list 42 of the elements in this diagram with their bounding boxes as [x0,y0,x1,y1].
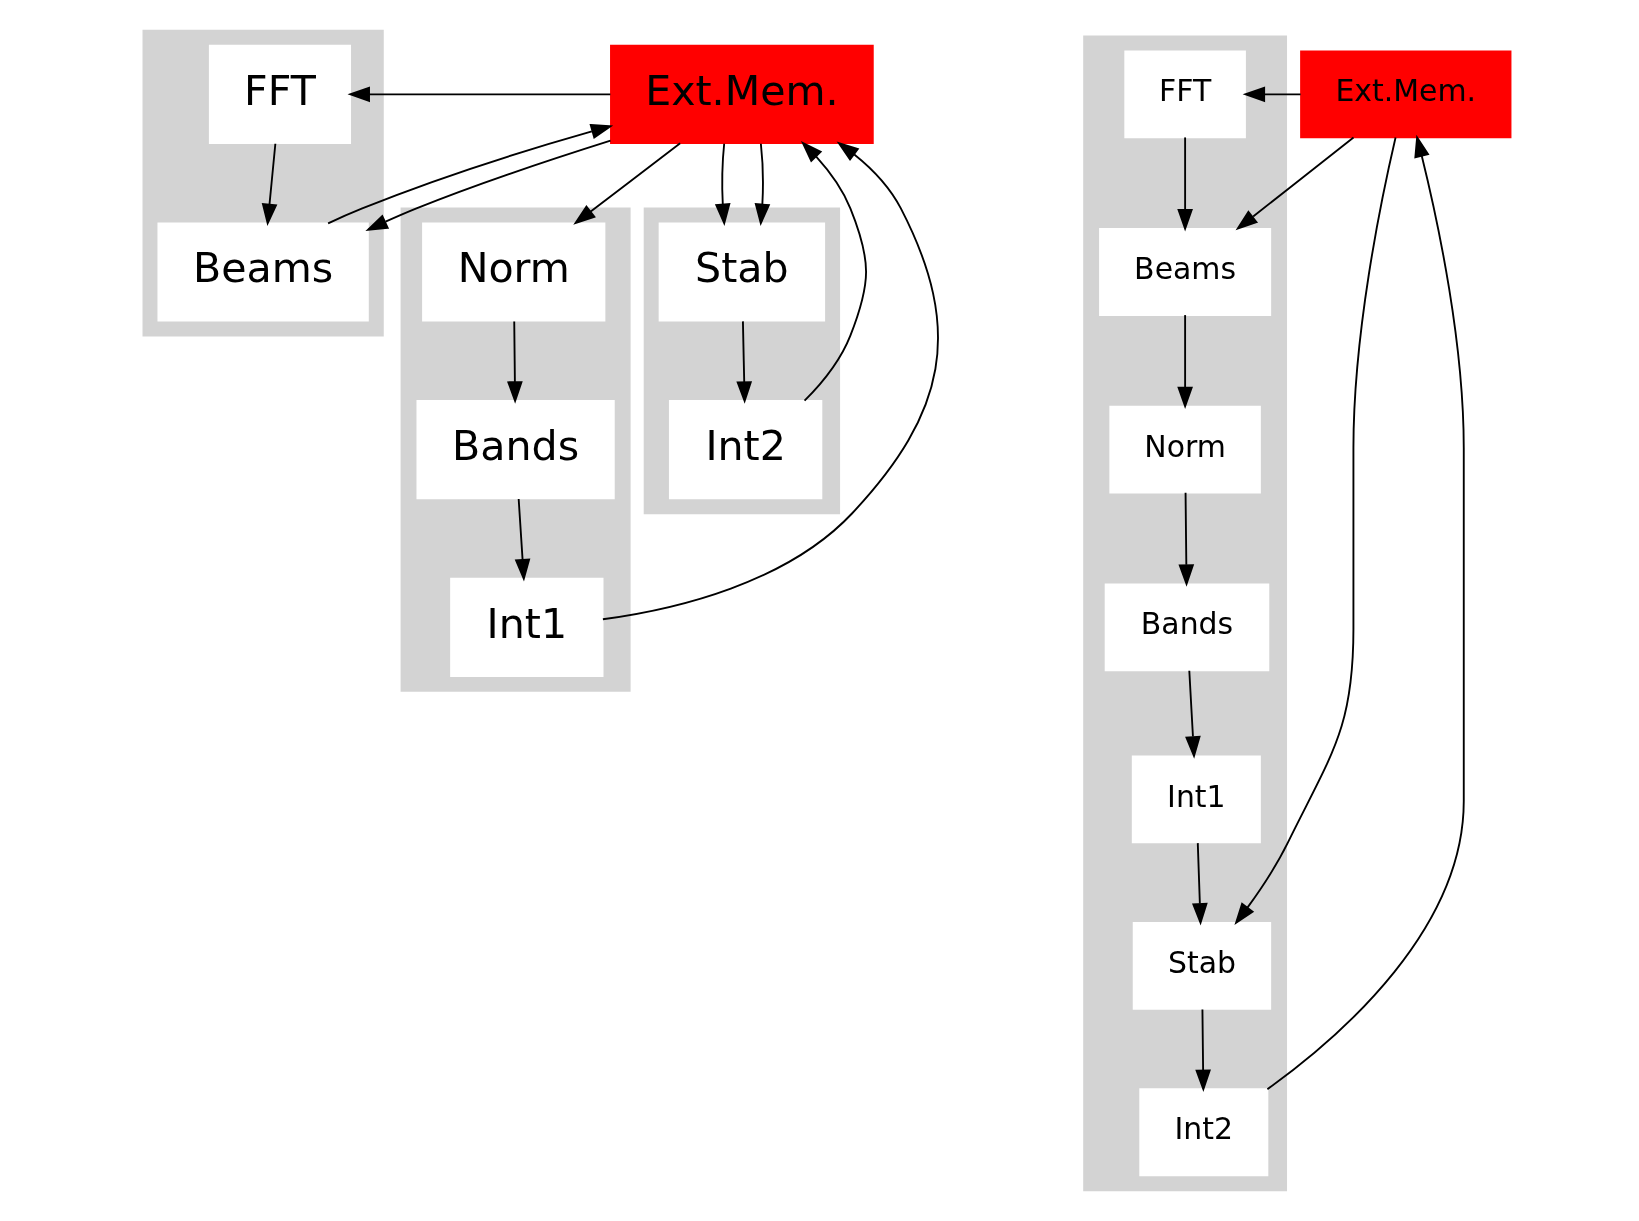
arrow [365,139,612,231]
arrow [347,86,612,103]
node-box: FFT [208,44,352,144]
cluster [1083,35,1288,1192]
arrow [1235,136,1355,231]
node-box: Int1 [450,577,604,677]
arrow [514,498,531,582]
node-box: Beams [1099,228,1272,316]
arrow [507,320,523,404]
arrow [1177,136,1193,232]
arrow [1195,1008,1211,1093]
arrow [1177,314,1193,410]
node-box: Stab [658,222,826,322]
node-box: Beams [157,222,369,322]
arrow [1266,134,1465,1091]
node-box: Ext.Mem. [1300,50,1512,139]
node-box: Norm [422,222,606,322]
node-box: FFT [1124,50,1246,139]
node-box: Int2 [668,400,823,500]
arrow [601,141,939,621]
node-box: Int2 [1139,1088,1269,1177]
node-box: Ext.Mem. [610,44,874,144]
cluster [400,207,631,692]
node-box: Norm [1109,405,1261,494]
node-box: Bands [416,400,615,500]
arrow [1242,86,1302,103]
node-box: Stab [1132,921,1272,1010]
arrow [714,142,731,227]
arrow [1178,491,1195,587]
arrow [1234,136,1397,925]
node-box: Bands [1104,583,1270,672]
arrow [327,123,614,225]
arrow [261,142,278,227]
node-box: Int1 [1131,755,1261,844]
cluster [643,207,841,515]
arrow [736,320,753,404]
arrow [1185,669,1201,759]
cluster [142,29,384,337]
arrow [754,142,771,227]
arrow [1192,842,1208,926]
arrow [800,140,867,402]
arrow [573,142,682,225]
